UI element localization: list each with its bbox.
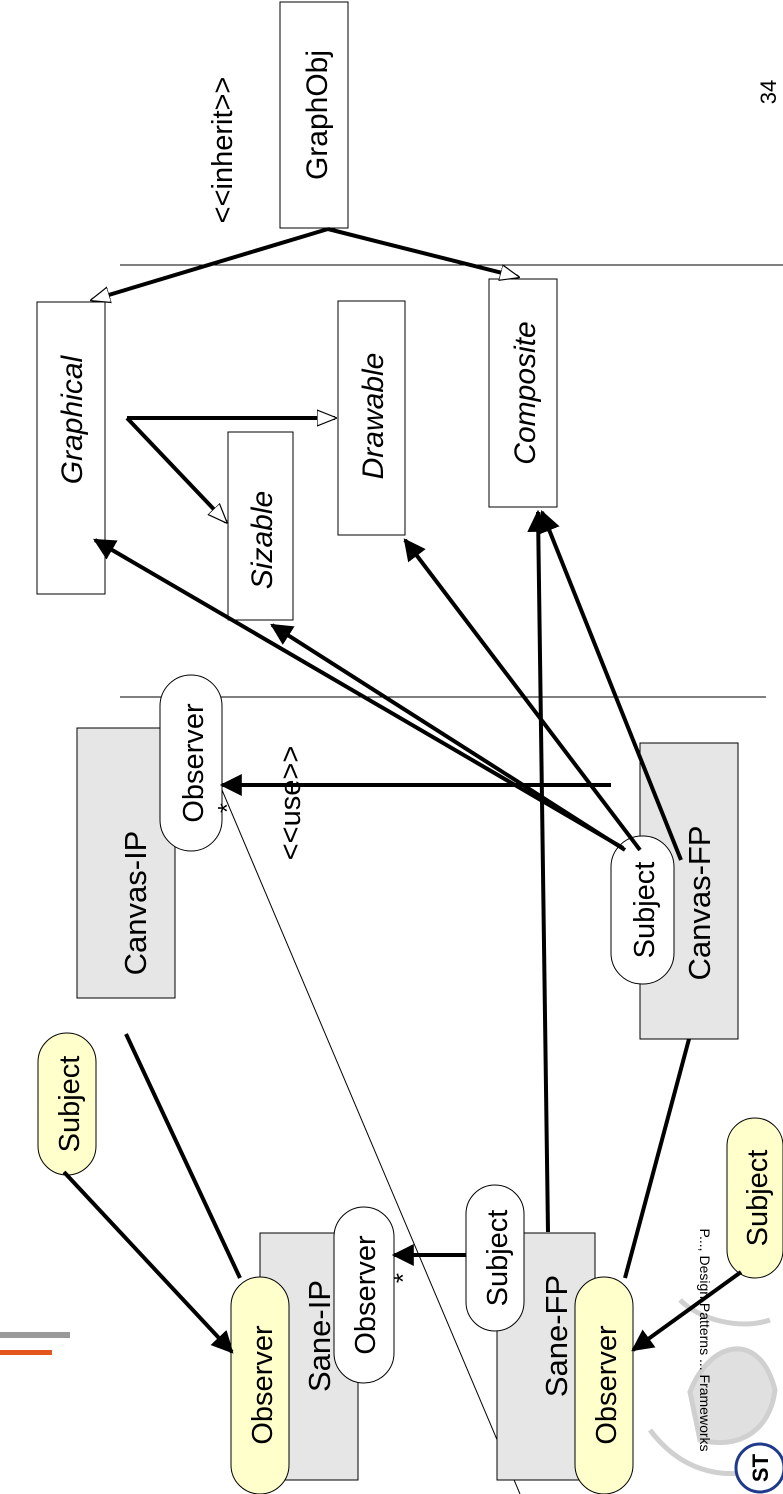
- st-logo: ST: [734, 1442, 783, 1494]
- link-arrow-subject-observer-left: [62, 1170, 234, 1354]
- role-label: Subject: [482, 1210, 514, 1307]
- class-graphobj-label: GraphObj: [301, 50, 334, 180]
- component-canvas-ip-label: Canvas-IP: [118, 831, 153, 976]
- role-label: Observer: [247, 1325, 279, 1445]
- role-sane-fp-subject[interactable]: Subject: [465, 1184, 525, 1332]
- inherit-arrow-graphical: [92, 227, 329, 300]
- class-composite[interactable]: Composite: [488, 278, 558, 508]
- role-label: Observer: [591, 1325, 623, 1445]
- page-number: 34: [756, 80, 781, 104]
- class-drawable-label: Drawable: [357, 353, 390, 480]
- stereotype-inherit: <<inherit>>: [207, 77, 239, 224]
- role-label: Observer: [178, 703, 210, 823]
- role-label: Observer: [350, 1235, 382, 1355]
- stereotype-use: <<use>>: [275, 746, 307, 861]
- component-sane-fp-label: Sane-FP: [539, 1275, 574, 1397]
- component-canvas-fp-label: Canvas-FP: [682, 825, 717, 980]
- use-arrow-graphical: [93, 538, 625, 850]
- class-drawable[interactable]: Drawable: [337, 300, 406, 536]
- role-sane-ip-observer-right[interactable]: Observer: [333, 1206, 395, 1384]
- role-sane-fp-observer[interactable]: Observer: [574, 1276, 634, 1494]
- multiplicity-sane: *: [388, 1273, 418, 1283]
- class-graphobj[interactable]: GraphObj: [279, 1, 349, 229]
- role-sane-ip-observer-left[interactable]: Observer: [230, 1276, 290, 1494]
- accent-bar-orange: [0, 1350, 52, 1355]
- link-arrow-subject-observer-right: [631, 1270, 743, 1352]
- accent-bar-gray: [0, 1332, 70, 1338]
- class-composite-label: Composite: [509, 321, 542, 464]
- inherit-arrow-sizable: [125, 416, 226, 522]
- inherit-arrows: [92, 227, 518, 522]
- use-arrow-sizable: [270, 623, 627, 852]
- footer-text: P..., Design Patterns ... Frameworks: [697, 1228, 713, 1451]
- role-canvas-fp-subject-bottom[interactable]: Subject: [726, 1117, 783, 1279]
- use-arrow-composite-1: [539, 509, 683, 861]
- class-graphical-label: Graphical: [56, 354, 89, 484]
- inherit-arrow-composite: [327, 227, 518, 277]
- multiplicity-canvas: *: [212, 803, 242, 813]
- use-arrow-composite-2: [527, 509, 550, 1233]
- class-sizable-label: Sizable: [246, 491, 279, 589]
- connector-lines: [124, 1033, 691, 1279]
- role-label: Subject: [54, 1056, 86, 1153]
- use-arrows: [62, 509, 743, 1354]
- class-graphical[interactable]: Graphical: [36, 301, 106, 595]
- component-sane-ip-label: Sane-IP: [302, 1280, 337, 1392]
- use-arrow-drawable: [403, 538, 642, 852]
- role-label: Subject: [742, 1150, 774, 1247]
- diagonal-line: [199, 737, 521, 1494]
- role-canvas-fp-subject[interactable]: Subject: [610, 835, 675, 985]
- role-canvas-ip-subject[interactable]: Subject: [37, 1032, 97, 1176]
- role-canvas-ip-observer[interactable]: Observer: [159, 674, 223, 852]
- component-canvas-ip[interactable]: Canvas-IP: [76, 727, 176, 999]
- logo-text: ST: [748, 1453, 773, 1482]
- role-label: Subject: [629, 862, 661, 959]
- class-sizable[interactable]: Sizable: [227, 431, 294, 621]
